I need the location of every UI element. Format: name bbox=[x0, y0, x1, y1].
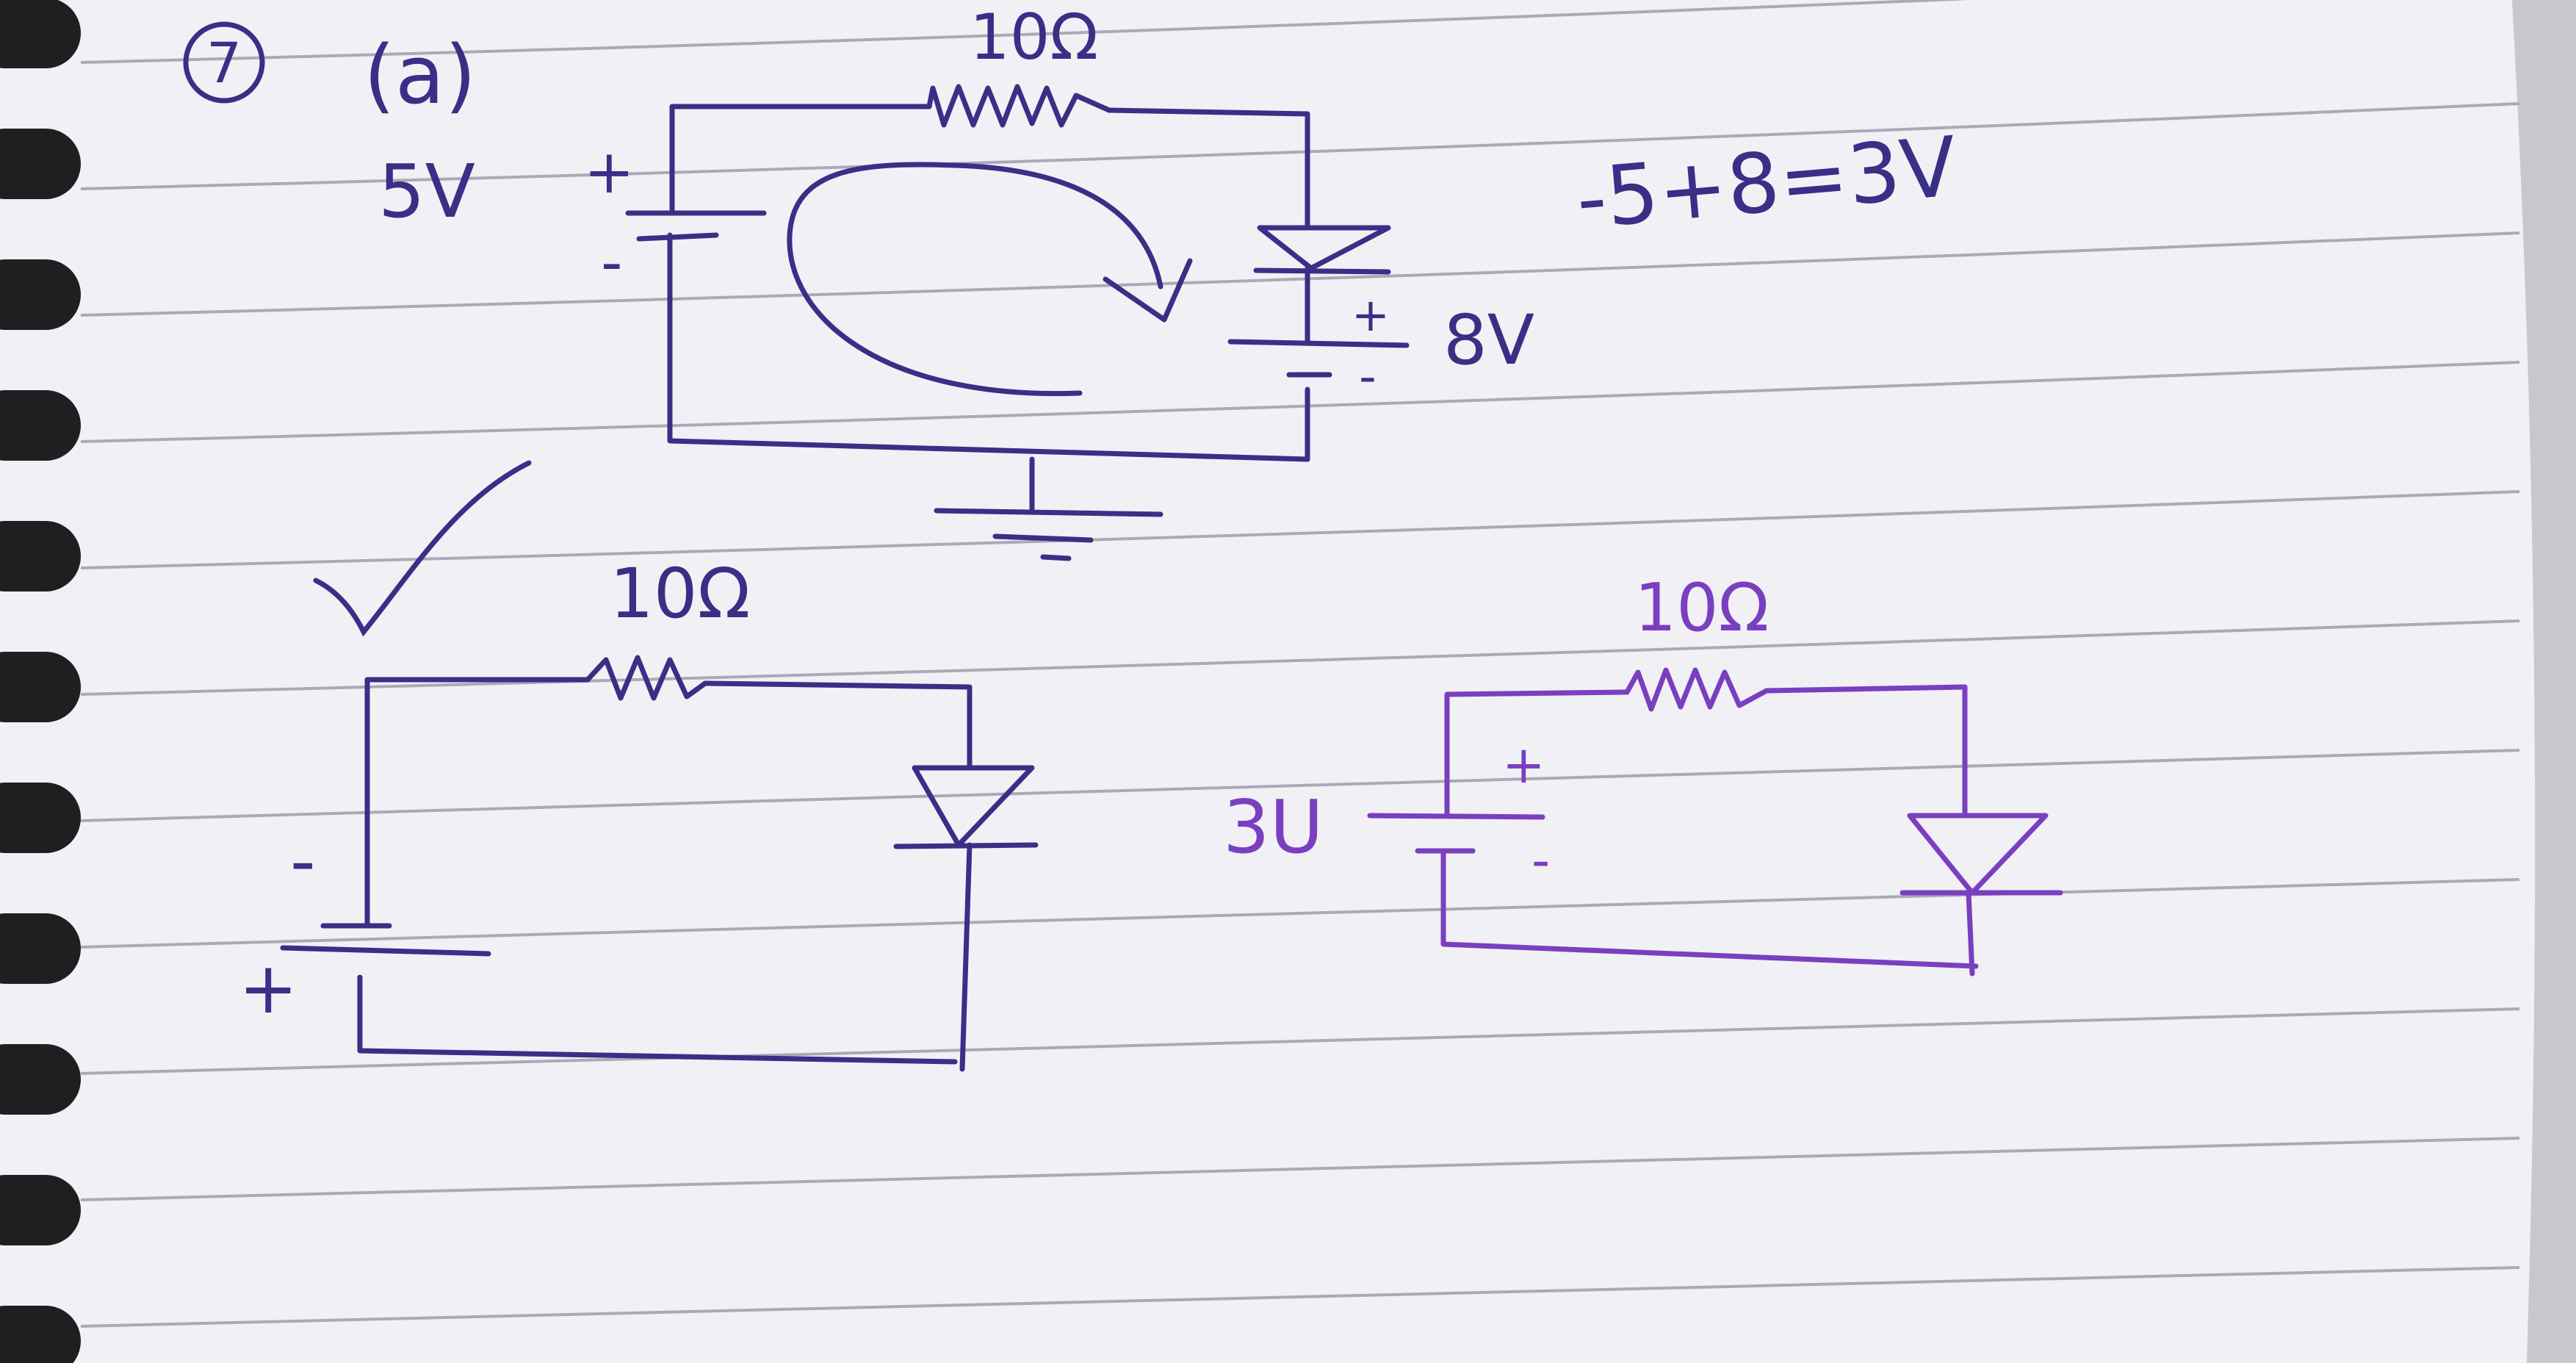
battery-plate-long bbox=[1367, 813, 1545, 820]
ruled-line bbox=[80, 490, 2520, 569]
battery-plate-long bbox=[280, 945, 491, 957]
problem-header: 7 (a) bbox=[183, 21, 476, 122]
source-minus: - bbox=[1531, 830, 1550, 891]
diode-symbol-icon bbox=[1899, 813, 2063, 896]
circuit-right-labels: 10Ω 3U + - bbox=[1223, 569, 1769, 891]
curved-arrow-icon bbox=[787, 162, 1163, 397]
problem-number: 7 bbox=[206, 30, 242, 96]
wire bbox=[357, 974, 958, 1065]
wire bbox=[1440, 849, 1979, 969]
source-minus: - bbox=[601, 228, 623, 298]
arrow-head bbox=[1103, 258, 1193, 323]
source-label: 3U bbox=[1223, 784, 1324, 870]
spiral-ring bbox=[0, 1044, 81, 1115]
part-label: (a) bbox=[364, 28, 476, 122]
wire bbox=[1106, 107, 1310, 231]
resistor-label: 10Ω bbox=[610, 554, 750, 634]
diode-voltage: 8V bbox=[1443, 301, 1534, 381]
source-label: 5V bbox=[378, 148, 475, 234]
source-minus: - bbox=[290, 820, 316, 902]
ruled-lines bbox=[80, 0, 2520, 1328]
spiral-ring bbox=[0, 652, 81, 722]
wire bbox=[702, 680, 973, 771]
source-plus: + bbox=[1502, 735, 1545, 795]
circuit-top-labels: 10Ω 5V + - + - 8V bbox=[378, 1, 1534, 405]
check-mark-icon bbox=[313, 460, 532, 637]
ruled-line bbox=[80, 0, 1970, 64]
resistor-zigzag-icon bbox=[585, 655, 708, 701]
ruled-line bbox=[80, 361, 2520, 443]
notebook-spiral-icon bbox=[0, 0, 81, 1363]
ruled-line bbox=[80, 619, 2520, 696]
source-plate-long bbox=[1227, 339, 1410, 348]
spiral-ring bbox=[0, 783, 81, 853]
circuit-left bbox=[280, 655, 1039, 1072]
spiral-ring bbox=[0, 129, 81, 199]
spiral-ring bbox=[0, 521, 81, 591]
diode-symbol-icon bbox=[1253, 225, 1391, 275]
diode-minus: - bbox=[1359, 348, 1377, 405]
spiral-ring bbox=[0, 390, 81, 461]
ruled-line bbox=[80, 231, 2520, 317]
wire bbox=[669, 104, 932, 216]
ruled-line bbox=[80, 1137, 2520, 1201]
wire bbox=[1444, 689, 1630, 819]
resistor-label: 10Ω bbox=[1634, 569, 1769, 647]
circuit-right bbox=[1367, 667, 2063, 977]
source-plus: + bbox=[584, 137, 635, 207]
resistor-zigzag-icon bbox=[1624, 667, 1769, 712]
spiral-ring bbox=[0, 0, 81, 68]
spiral-ring bbox=[0, 1175, 81, 1245]
wire bbox=[364, 677, 591, 929]
resistor-zigzag-icon bbox=[926, 84, 1112, 128]
battery-plate-short bbox=[636, 232, 719, 242]
wire bbox=[1764, 684, 1968, 819]
ground-symbol-icon bbox=[934, 456, 1163, 561]
ruled-line bbox=[80, 102, 2520, 190]
wire bbox=[1966, 890, 1975, 977]
spiral-ring bbox=[0, 1306, 81, 1363]
resistor-label: 10Ω bbox=[970, 1, 1098, 74]
source-plus: + bbox=[239, 947, 297, 1029]
wire bbox=[667, 232, 1310, 462]
circuit-top bbox=[625, 84, 1410, 561]
problem-number-circle bbox=[183, 21, 265, 104]
diode-plus: + bbox=[1352, 288, 1390, 342]
spiral-ring bbox=[0, 259, 81, 330]
circuit-left-labels: 10Ω - + bbox=[239, 554, 750, 1029]
ruled-line bbox=[80, 1266, 2520, 1328]
ruled-line bbox=[80, 1007, 2520, 1075]
wire bbox=[959, 842, 973, 1072]
spiral-ring bbox=[0, 913, 81, 984]
diode-symbol-icon bbox=[893, 765, 1039, 849]
